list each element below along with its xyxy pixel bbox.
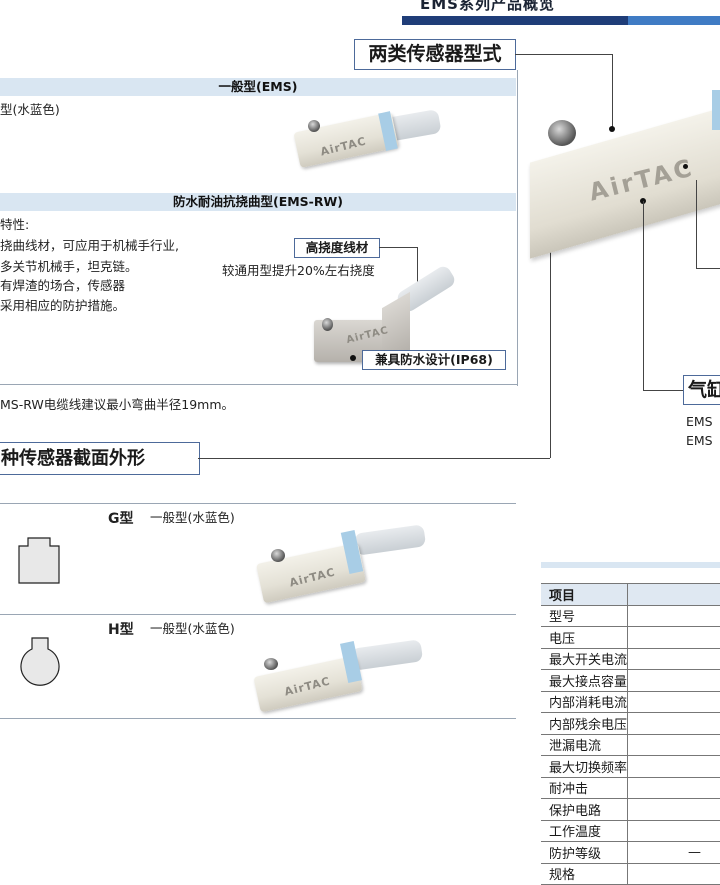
leader-line <box>643 201 644 391</box>
leader-line <box>515 54 612 55</box>
h-sensor-image: AirTAC <box>252 638 424 718</box>
screw-icon <box>264 658 278 670</box>
table-row: 工作温度 <box>541 819 720 842</box>
cylinder-label: 气缸 <box>683 375 720 405</box>
screw-icon <box>322 318 333 331</box>
flex-cable-desc: 较通用型提升20%左右挠度 <box>222 263 375 278</box>
two-types-heading: 两类传感器型式 <box>354 39 516 70</box>
bend-radius-note: MS-RW电缆线建议最小弯曲半径19mm。 <box>0 397 235 412</box>
g-type-desc: 一般型(水蓝色) <box>150 510 235 525</box>
table-row: 防护等级— <box>541 841 720 864</box>
general-type-desc: 型(水蓝色) <box>0 102 60 117</box>
leader-line <box>612 54 613 128</box>
table-row: 泄漏电流 <box>541 733 720 756</box>
g-sensor-image: AirTAC <box>255 524 427 610</box>
rw-type-band: 防水耐油抗挠曲型(EMS-RW) <box>0 193 516 211</box>
table-row: 最大接点容量 <box>541 669 720 692</box>
h-type-desc: 一般型(水蓝色) <box>150 621 235 636</box>
header-bar-dark <box>402 16 628 25</box>
leader-line <box>417 247 418 297</box>
cross-section-heading: 种传感器截面外形 <box>0 442 200 475</box>
general-type-band: 一般型(EMS) <box>0 78 516 96</box>
column-divider <box>517 70 518 386</box>
header-bar-light <box>628 16 720 25</box>
page-header-title: EMS系列产品概览 <box>420 0 555 13</box>
table-row: 型号 <box>541 604 720 627</box>
table-row: 最大开关电流 <box>541 647 720 670</box>
row-rule <box>0 614 516 615</box>
table-row: 电压 <box>541 626 720 649</box>
rw-feature-line: 有焊渣的场合，传感器 <box>0 278 126 293</box>
rw-feature-line: 特性: <box>0 217 30 232</box>
table-top-band <box>541 562 720 568</box>
large-sensor-image: AirTAC <box>528 80 720 259</box>
rw-feature-line: 采用相应的防护措施。 <box>0 298 126 313</box>
general-sensor-image: AirTAC <box>290 100 442 195</box>
row-rule <box>0 503 516 504</box>
table-row: 保护电路 <box>541 798 720 821</box>
table-row: 内部残余电压 <box>541 712 720 735</box>
waterproof-label: 兼具防水设计(IP68) <box>362 350 506 370</box>
screw-icon <box>271 549 285 562</box>
leader-dot <box>350 355 356 361</box>
right-desc-line: EMS <box>686 433 713 448</box>
spec-table: 项目 型号 电压 最大开关电流 最大接点容量 内部消耗电流 内部残余电压 泄漏电… <box>541 583 720 885</box>
row-rule <box>0 718 516 719</box>
table-row: 耐冲击 <box>541 776 720 799</box>
leader-line <box>643 390 683 391</box>
leader-line <box>379 247 417 248</box>
right-desc-line: EMS <box>686 414 713 429</box>
table-row: 规格 <box>541 862 720 885</box>
section-rule <box>0 384 518 385</box>
rw-feature-line: 多关节机械手，坦克链。 <box>0 259 138 274</box>
leader-dot <box>609 126 615 132</box>
table-row: 内部消耗电流 <box>541 690 720 713</box>
h-profile-icon <box>20 637 60 686</box>
leader-line <box>550 230 551 458</box>
flex-cable-label: 高挠度线材 <box>294 238 380 258</box>
leader-line <box>696 268 720 269</box>
leader-line <box>696 180 697 268</box>
h-type-label: H型 <box>108 622 134 638</box>
g-profile-icon <box>18 537 60 584</box>
screw-icon <box>308 120 320 132</box>
table-header-cell: 项目 <box>541 583 628 606</box>
rw-feature-line: 挠曲线材，可应用于机械手行业, <box>0 238 179 253</box>
g-type-label: G型 <box>108 511 134 527</box>
leader-dot <box>683 164 688 169</box>
table-row: 最大切换频率 <box>541 755 720 778</box>
screw-icon <box>548 120 576 146</box>
table-header-row: 项目 <box>541 583 720 606</box>
leader-line <box>198 458 550 459</box>
